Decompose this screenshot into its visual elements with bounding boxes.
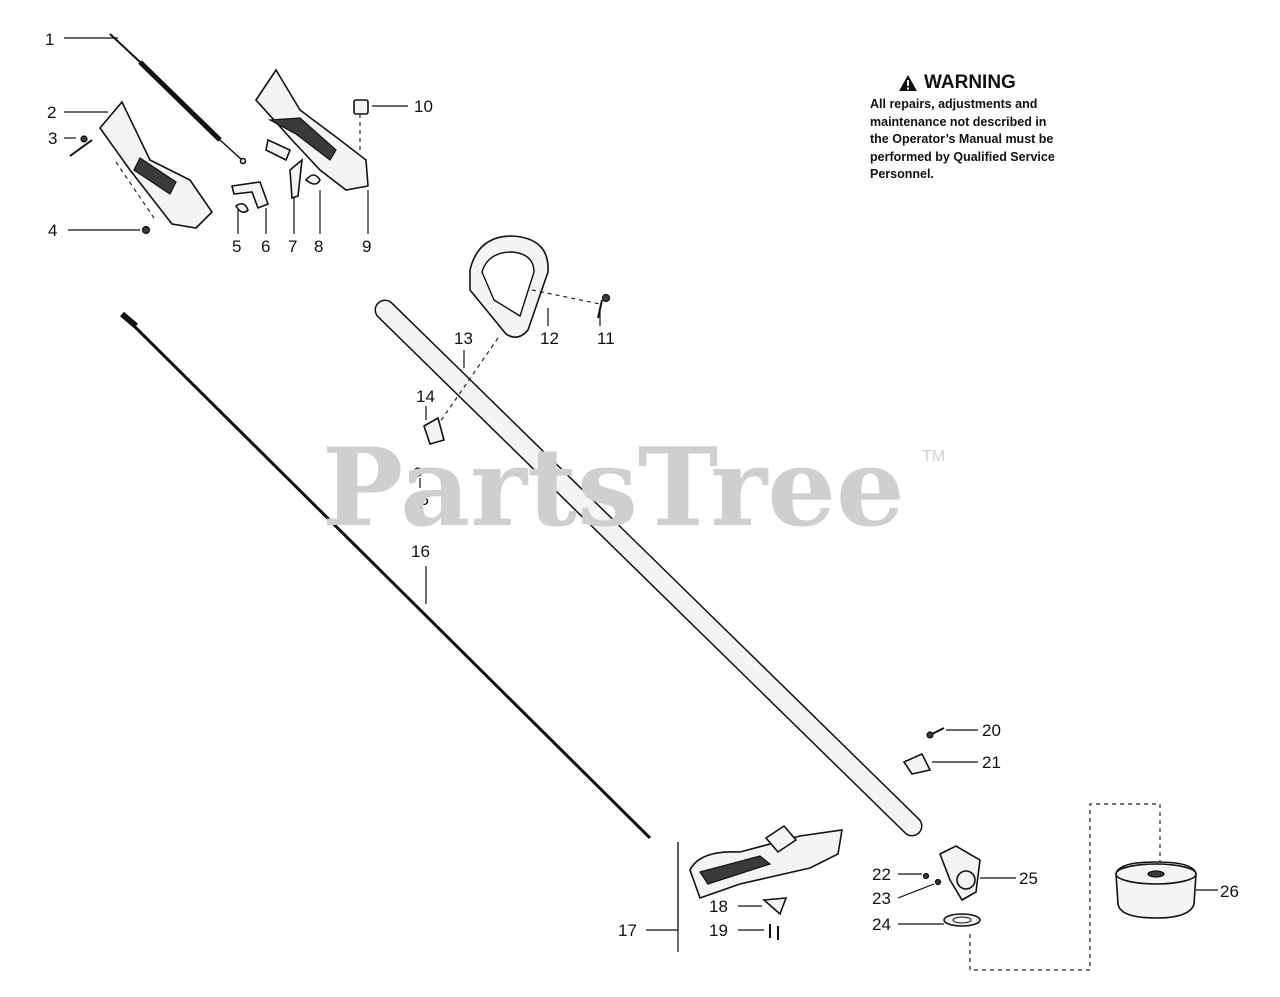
callout-6: 6 xyxy=(261,237,270,256)
part-trigger-7 xyxy=(289,158,304,200)
callout-17: 17 xyxy=(618,921,637,940)
callout-22: 22 xyxy=(872,865,891,884)
callout-21: 21 xyxy=(982,753,1001,772)
part-switch-10 xyxy=(353,99,369,115)
warning-text: All repairs, adjustments and maintenance… xyxy=(870,96,1110,184)
callout-26: 26 xyxy=(1220,882,1239,901)
warning-title: WARNING xyxy=(924,72,1016,93)
partstree-watermark: PartsTree xyxy=(322,425,905,551)
callout-1: 1 xyxy=(45,30,54,49)
callout-3: 3 xyxy=(48,129,57,148)
callout-23: 23 xyxy=(872,889,891,908)
part-bolt-11 xyxy=(597,293,611,319)
part-throttle-cable xyxy=(109,33,247,165)
trademark-symbol: TM xyxy=(922,448,946,465)
part-screws-3 xyxy=(69,135,93,157)
callout-4: 4 xyxy=(48,221,57,240)
callout-24: 24 xyxy=(872,915,891,934)
callout-numbers: 1 2 3 4 5 6 7 8 9 10 11 12 13 14 15 16 1… xyxy=(45,30,1239,940)
warning-line: All repairs, adjustments and xyxy=(870,97,1038,111)
warning-line: maintenance not described in xyxy=(870,114,1047,129)
warning-heading: WARNING xyxy=(898,72,1110,94)
part-loop-handle xyxy=(469,235,549,338)
callout-8: 8 xyxy=(314,237,323,256)
part-screws-22-23 xyxy=(922,872,942,886)
callout-19: 19 xyxy=(709,921,728,940)
callout-11: 11 xyxy=(597,329,615,348)
callout-18: 18 xyxy=(709,897,728,916)
warning-notice: WARNING All repairs, adjustments and mai… xyxy=(870,72,1110,184)
callout-20: 20 xyxy=(982,721,1001,740)
part-clamp-21 xyxy=(902,752,932,775)
callout-9: 9 xyxy=(362,237,371,256)
warning-line: Personnel. xyxy=(870,167,934,181)
part-handle-housing xyxy=(254,68,369,191)
assembly-dashed-lines xyxy=(115,114,1161,971)
warning-line: the Operator’s Manual must be xyxy=(870,132,1054,146)
callout-15: 15 xyxy=(410,490,429,509)
callout-12: 12 xyxy=(540,329,559,348)
part-spring-8 xyxy=(304,174,321,185)
part-bracket-14 xyxy=(423,416,445,445)
warning-line: performed by Qualified Service xyxy=(870,149,1055,164)
part-trimmer-head-26 xyxy=(1115,861,1197,919)
part-drive-shaft xyxy=(120,311,652,840)
warning-triangle-icon xyxy=(899,75,917,91)
part-screw-4 xyxy=(141,225,151,235)
callout-16: 16 xyxy=(411,542,430,561)
part-shield-17 xyxy=(689,824,843,900)
part-spring-5 xyxy=(234,202,249,214)
part-washer-24 xyxy=(943,913,981,927)
callout-25: 25 xyxy=(1019,869,1038,888)
callout-7: 7 xyxy=(288,237,297,256)
part-screw-15 xyxy=(413,467,423,477)
part-handle-grip xyxy=(98,100,214,229)
callout-10: 10 xyxy=(414,97,433,116)
callout-13: 13 xyxy=(454,329,473,348)
callout-2: 2 xyxy=(47,103,56,122)
part-blade-18 xyxy=(762,897,788,916)
part-bolt-20 xyxy=(926,727,945,739)
callout-5: 5 xyxy=(232,237,241,256)
part-screws-19 xyxy=(769,924,779,940)
part-lever-6 xyxy=(231,181,270,210)
leader-lines xyxy=(64,37,1218,952)
part-drive-tube xyxy=(374,299,923,837)
callout-14: 14 xyxy=(416,387,435,406)
part-gearhead-25 xyxy=(938,845,981,902)
